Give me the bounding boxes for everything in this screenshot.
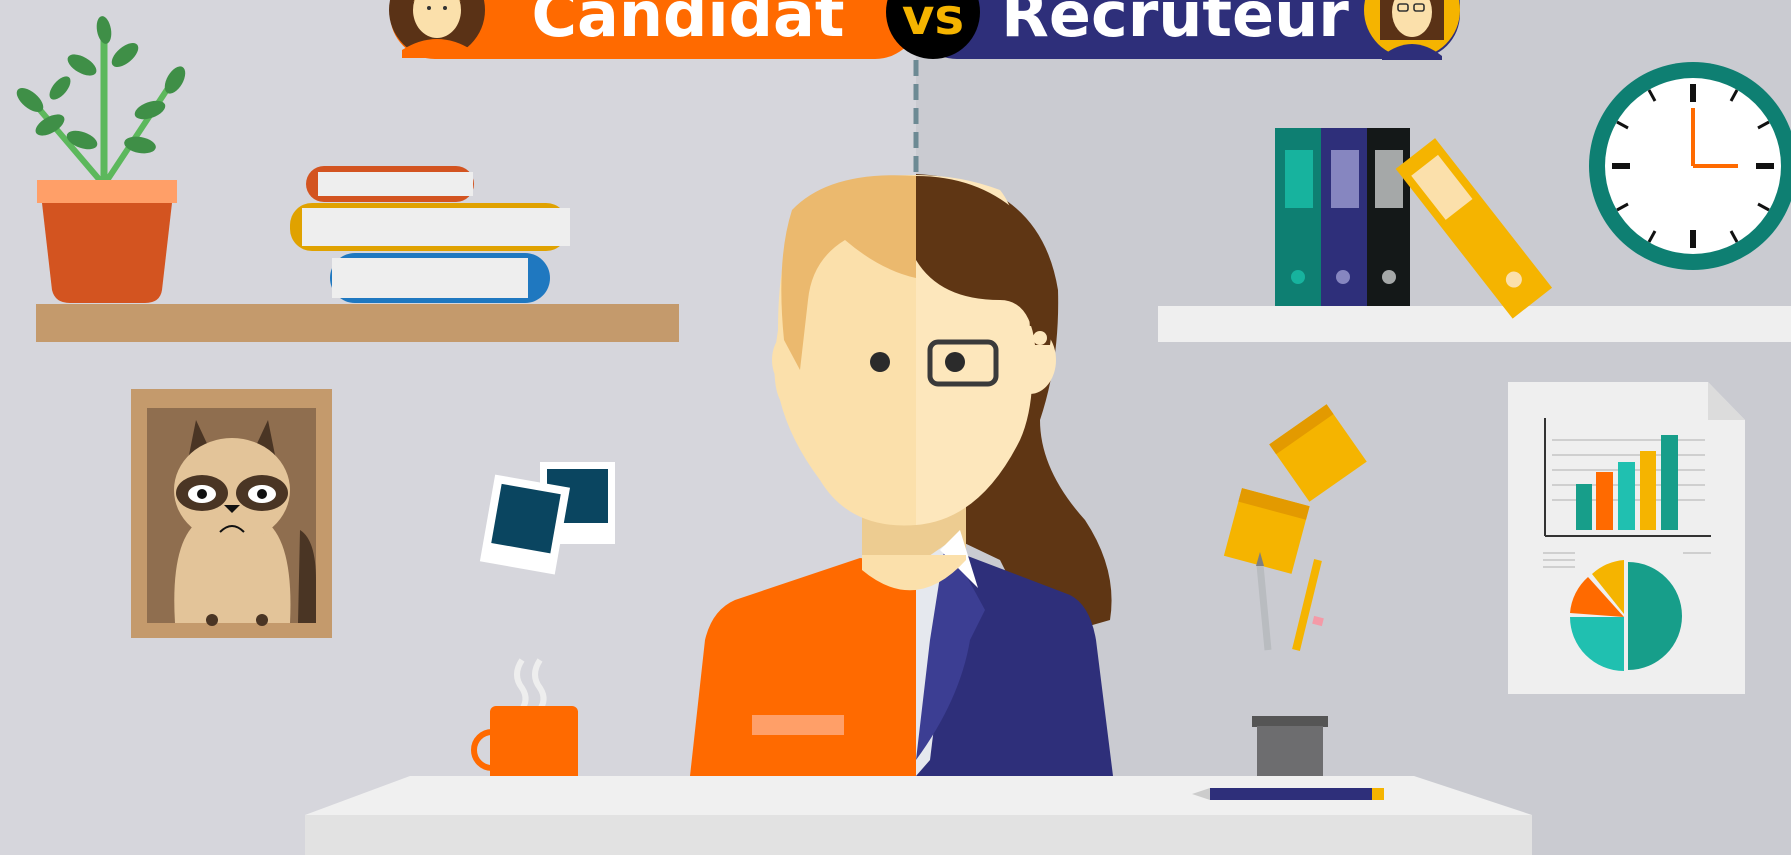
vs-badge (886, 0, 980, 59)
vs-label: vs (902, 0, 964, 46)
candidate-avatar-icon (389, 0, 485, 58)
pen-icon (1192, 788, 1384, 800)
banner-left-band (390, 0, 920, 59)
banner-right-band (912, 0, 1460, 59)
desk (305, 776, 1532, 855)
photos-icon (479, 462, 615, 575)
sticky-notes-icon (1223, 404, 1367, 574)
white-shelf (1158, 306, 1791, 342)
report-chart-icon (1508, 382, 1745, 694)
candidate-recruiter-character (690, 174, 1113, 776)
banner-right-label: Recruteur (1001, 0, 1349, 51)
binders-icon (1275, 128, 1553, 319)
wooden-shelf (36, 304, 679, 342)
recruiter-avatar-icon (1364, 0, 1460, 60)
banner-left-label: Candidat (532, 0, 845, 51)
clock-icon (1589, 62, 1791, 270)
plant-icon (16, 16, 186, 303)
title-banner: Candidat vs Recruteur (389, 0, 1460, 60)
books-icon (290, 166, 570, 303)
cat-portrait-icon (131, 389, 332, 638)
